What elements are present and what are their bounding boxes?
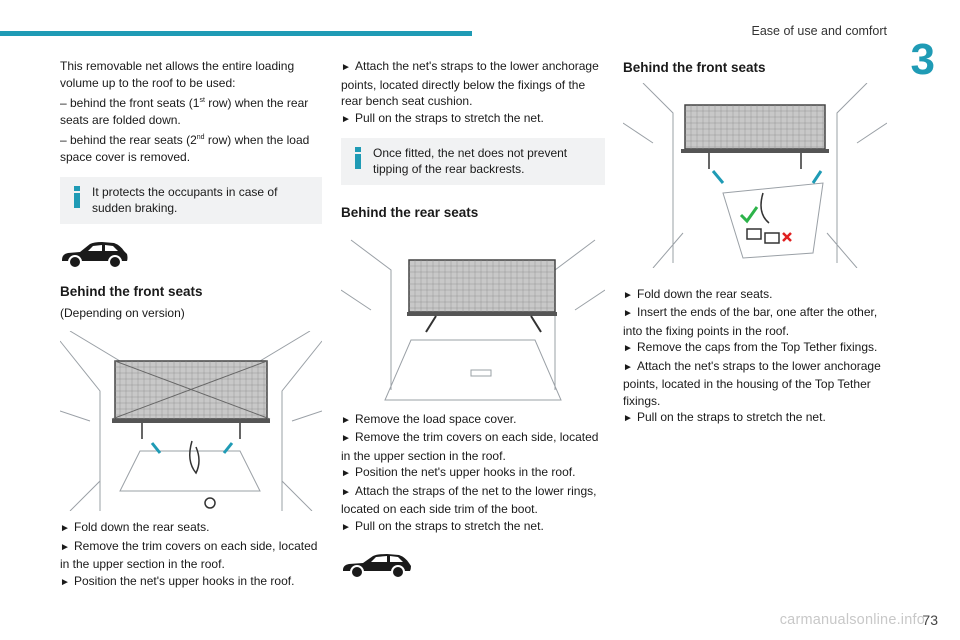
zoom-callout — [722, 181, 824, 259]
step-list-item: ►Attach the net's straps to the lower an… — [341, 59, 599, 108]
page-number: 73 — [922, 612, 938, 628]
play-arrow-icon: ► — [623, 289, 633, 301]
step-list-item: ►Insert the ends of the bar, one after t… — [623, 305, 878, 338]
play-arrow-icon: ► — [341, 486, 351, 498]
cargo-net — [684, 103, 826, 150]
step-list-item: ►Attach the net's straps to the lower an… — [623, 358, 881, 408]
step-list-item: ►Position the net's upper hooks in the r… — [60, 573, 322, 592]
bullet-rear-row: – behind the rear seats (2nd row) when t… — [60, 133, 310, 164]
play-arrow-icon: ► — [623, 413, 633, 424]
step-list-item: ►Remove the trim covers on each side, lo… — [341, 430, 599, 463]
step-list-item: ►Position the net's upper hooks in the r… — [341, 464, 605, 483]
play-arrow-icon: ► — [341, 521, 351, 533]
cargo-net — [408, 258, 556, 313]
chapter-number: 3 — [910, 35, 935, 84]
bullet-front-row: – behind the front seats (1st row) when … — [60, 96, 309, 127]
watermark: carmanualsonline.info — [779, 612, 925, 628]
play-arrow-icon: ► — [623, 343, 633, 354]
cross-mark-icon — [782, 231, 792, 242]
step-list-item: ►Fold down the rear seats. — [60, 519, 322, 538]
info-icon — [355, 147, 361, 169]
version-note: (Depending on version) — [60, 305, 185, 320]
step-list-item: ►Pull on the straps to stretch the net. — [623, 409, 887, 428]
column-1: This removable net allows the entire loa… — [60, 58, 322, 591]
suv-silhouette-icon — [62, 242, 128, 269]
play-arrow-icon: ► — [60, 576, 70, 588]
step-list-item: ►Pull on the straps to stretch the net. — [341, 518, 605, 537]
check-mark-icon — [739, 205, 759, 223]
intro-text: This removable net allows the entire loa… — [60, 59, 295, 90]
step-list-item: ►Remove the load space cover. — [341, 411, 605, 430]
info-icon — [74, 186, 80, 208]
info-box: It protects the occupants in case of sud… — [60, 177, 322, 224]
play-arrow-icon: ► — [623, 308, 633, 319]
estate-silhouette-icon — [343, 554, 411, 579]
step-list-item: ►Attach the straps of the net to the low… — [341, 483, 597, 517]
step-list-item: ►Pull on the straps to stretch the net. — [341, 110, 605, 129]
play-arrow-icon: ► — [341, 113, 351, 125]
info-text: Once fitted, the net does not prevent ti… — [373, 146, 568, 176]
section-title: Ease of use and comfort — [751, 24, 888, 38]
play-arrow-icon: ► — [341, 62, 351, 73]
play-arrow-icon: ► — [623, 361, 633, 373]
heading-front-seats: Behind the front seats — [60, 284, 203, 299]
play-arrow-icon: ► — [341, 468, 351, 479]
info-box: Once fitted, the net does not prevent ti… — [341, 138, 605, 185]
column-3: Behind the front seats ►Fold down the re… — [623, 58, 887, 428]
net-top-tether-illustration — [623, 82, 887, 268]
column-2: ►Attach the net's straps to the lower an… — [341, 58, 605, 580]
play-arrow-icon: ► — [60, 541, 70, 553]
info-text: It protects the occupants in case of sud… — [92, 185, 278, 215]
play-arrow-icon: ► — [341, 433, 351, 444]
net-front-seats-illustration — [60, 331, 322, 511]
step-list-item: ►Remove the trim covers on each side, lo… — [60, 538, 318, 572]
play-arrow-icon: ► — [341, 414, 351, 426]
step-list-item: ►Fold down the rear seats. — [623, 286, 887, 305]
heading-front-seats-2: Behind the front seats — [623, 60, 766, 75]
top-accent-bar — [0, 31, 472, 36]
step-list-item: ►Remove the caps from the Top Tether fix… — [623, 339, 887, 358]
play-arrow-icon: ► — [60, 523, 70, 534]
net-rear-seats-illustration — [341, 239, 605, 400]
heading-rear-seats: Behind the rear seats — [341, 205, 479, 220]
